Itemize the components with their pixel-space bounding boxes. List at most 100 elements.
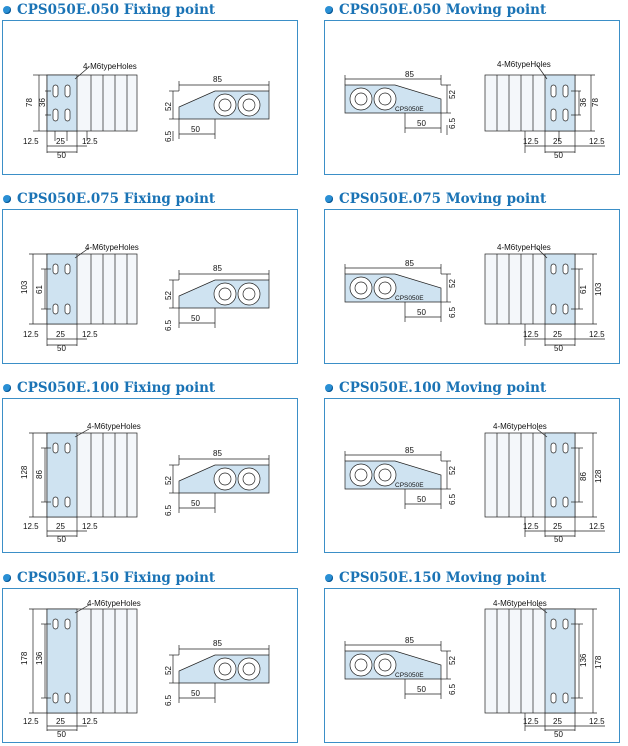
- moving-drawing: CPS050E 85 52 50 6.5 4-M6typeHoles 103 6…: [344, 243, 605, 353]
- drawing-panel: 178 136 4-M6typeHoles 12.5 25 12.5 50 85…: [2, 588, 298, 743]
- svg-text:52: 52: [448, 656, 457, 665]
- svg-text:25: 25: [56, 137, 65, 146]
- svg-text:12.5: 12.5: [589, 522, 605, 531]
- svg-text:50: 50: [57, 535, 66, 544]
- svg-text:6.5: 6.5: [164, 694, 173, 706]
- svg-text:4-M6typeHoles: 4-M6typeHoles: [493, 599, 547, 608]
- section-title: CPS050E.075 Fixing point: [0, 191, 300, 207]
- bullet-icon: [3, 195, 11, 203]
- svg-text:178: 178: [594, 655, 603, 669]
- svg-text:136: 136: [579, 653, 588, 667]
- svg-text:4-M6typeHoles: 4-M6typeHoles: [497, 243, 551, 252]
- section-title: CPS050E.150 Moving point: [322, 570, 622, 586]
- svg-text:50: 50: [554, 535, 563, 544]
- svg-text:36: 36: [579, 98, 588, 107]
- svg-text:50: 50: [554, 730, 563, 739]
- bullet-icon: [3, 384, 11, 392]
- svg-text:12.5: 12.5: [523, 522, 539, 531]
- bullet-icon: [3, 574, 11, 582]
- svg-text:103: 103: [594, 282, 603, 296]
- svg-text:85: 85: [213, 639, 222, 648]
- section-title: CPS050E.075 Moving point: [322, 191, 622, 207]
- svg-text:12.5: 12.5: [82, 330, 98, 339]
- svg-text:86: 86: [35, 470, 44, 479]
- svg-text:85: 85: [405, 636, 414, 645]
- svg-text:12.5: 12.5: [82, 522, 98, 531]
- svg-text:12.5: 12.5: [82, 137, 98, 146]
- section-title: CPS050E.150 Fixing point: [0, 570, 300, 586]
- svg-text:12.5: 12.5: [589, 137, 605, 146]
- bullet-icon: [325, 195, 333, 203]
- svg-text:CPS050E: CPS050E: [395, 672, 424, 679]
- svg-text:25: 25: [56, 330, 65, 339]
- drawing-panel: CPS050E 85 52 50 6.5 4-M6typeHoles 78 36…: [324, 20, 620, 175]
- svg-text:85: 85: [213, 75, 222, 84]
- svg-text:4-M6typeHoles: 4-M6typeHoles: [85, 243, 139, 252]
- bullet-icon: [325, 6, 333, 14]
- svg-text:25: 25: [553, 137, 562, 146]
- svg-text:25: 25: [553, 522, 562, 531]
- svg-text:4-M6typeHoles: 4-M6typeHoles: [87, 422, 141, 431]
- bullet-icon: [325, 574, 333, 582]
- svg-text:50: 50: [191, 314, 200, 323]
- section-cps050e-150-fixing: CPS050E.150 Fixing point 178 136 4-M6typ…: [0, 570, 300, 743]
- drawing-panel: CPS050E 85 52 50 6.5 4-M6typeHoles 178 1…: [324, 588, 620, 743]
- svg-text:6.5: 6.5: [448, 306, 457, 318]
- svg-text:52: 52: [448, 279, 457, 288]
- svg-text:CPS050E: CPS050E: [395, 295, 424, 302]
- svg-text:52: 52: [164, 102, 173, 111]
- svg-text:103: 103: [20, 280, 29, 294]
- svg-text:12.5: 12.5: [23, 717, 39, 726]
- section-title: CPS050E.100 Moving point: [322, 380, 622, 396]
- svg-text:52: 52: [164, 476, 173, 485]
- bullet-icon: [3, 6, 11, 14]
- section-cps050e-100-fixing: CPS050E.100 Fixing point 128 86 4-M6type…: [0, 380, 300, 553]
- svg-text:6.5: 6.5: [164, 319, 173, 331]
- section-cps050e-050-moving: CPS050E.050 Moving point CPS050E 85 52 5…: [322, 2, 622, 175]
- svg-text:12.5: 12.5: [82, 717, 98, 726]
- svg-text:12.5: 12.5: [523, 330, 539, 339]
- svg-text:4-M6typeHoles: 4-M6typeHoles: [83, 62, 137, 71]
- section-title: CPS050E.100 Fixing point: [0, 380, 300, 396]
- section-title: CPS050E.050 Moving point: [322, 2, 622, 18]
- moving-drawing: CPS050E 85 52 50 6.5 4-M6typeHoles 78 36…: [344, 60, 605, 160]
- section-cps050e-075-moving: CPS050E.075 Moving point CPS050E 85 52 5…: [322, 191, 622, 364]
- svg-text:61: 61: [35, 285, 44, 294]
- svg-text:50: 50: [57, 730, 66, 739]
- svg-text:12.5: 12.5: [589, 717, 605, 726]
- fixing-drawing: 103 61 4-M6typeHoles 12.5 25 12.5 50 85 …: [20, 243, 270, 353]
- section-title: CPS050E.050 Fixing point: [0, 2, 300, 18]
- svg-text:52: 52: [164, 666, 173, 675]
- svg-text:136: 136: [35, 651, 44, 665]
- fixing-drawing: 128 86 4-M6typeHoles 12.5 25 12.5 50 85 …: [20, 422, 270, 544]
- drawing-panel: 78 36 4-M6typeHoles 12.5 25 12.5 50 85 5…: [2, 20, 298, 175]
- moving-drawing: CPS050E 85 52 50 6.5 4-M6typeHoles 128 8…: [344, 422, 605, 544]
- svg-text:25: 25: [553, 330, 562, 339]
- svg-text:50: 50: [191, 125, 200, 134]
- drawing-panel: 128 86 4-M6typeHoles 12.5 25 12.5 50 85 …: [2, 398, 298, 553]
- svg-text:6.5: 6.5: [448, 683, 457, 695]
- svg-text:4-M6typeHoles: 4-M6typeHoles: [87, 599, 141, 608]
- drawing-panel: CPS050E 85 52 50 6.5 4-M6typeHoles 128 8…: [324, 398, 620, 553]
- svg-text:50: 50: [417, 495, 426, 504]
- svg-text:50: 50: [554, 344, 563, 353]
- svg-text:6.5: 6.5: [448, 117, 457, 129]
- svg-text:85: 85: [213, 264, 222, 273]
- svg-text:85: 85: [405, 259, 414, 268]
- svg-text:4-M6typeHoles: 4-M6typeHoles: [493, 422, 547, 431]
- svg-text:50: 50: [191, 689, 200, 698]
- svg-text:6.5: 6.5: [448, 493, 457, 505]
- fixing-drawing: 78 36 4-M6typeHoles 12.5 25 12.5 50 85 5…: [23, 62, 270, 160]
- svg-text:50: 50: [554, 151, 563, 160]
- svg-text:12.5: 12.5: [23, 137, 39, 146]
- section-cps050e-100-moving: CPS050E.100 Moving point CPS050E 85 52 5…: [322, 380, 622, 553]
- svg-text:50: 50: [191, 499, 200, 508]
- svg-text:52: 52: [448, 466, 457, 475]
- svg-text:85: 85: [213, 449, 222, 458]
- svg-text:85: 85: [405, 70, 414, 79]
- section-cps050e-150-moving: CPS050E.150 Moving point CPS050E 85 52 5…: [322, 570, 622, 743]
- svg-text:50: 50: [57, 151, 66, 160]
- svg-text:61: 61: [579, 285, 588, 294]
- fixing-drawing: 178 136 4-M6typeHoles 12.5 25 12.5 50 85…: [20, 599, 270, 739]
- svg-text:86: 86: [579, 472, 588, 481]
